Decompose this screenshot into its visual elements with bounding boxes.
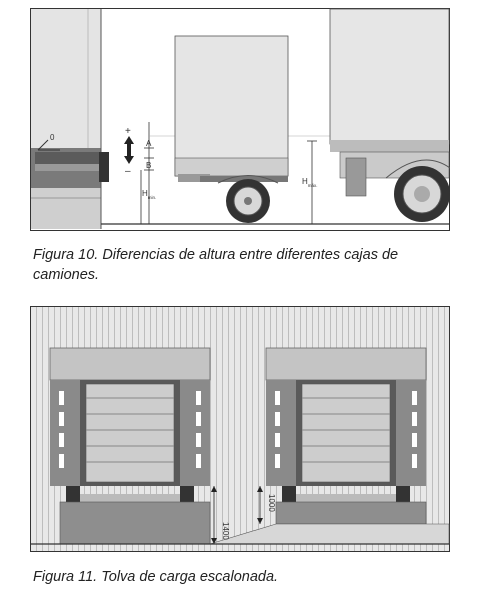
h-min-dimension: [136, 170, 146, 225]
b-label: B: [146, 161, 151, 170]
figure-11-illustration: 1400 1000: [30, 306, 450, 552]
figure-10-caption: Figura 10. Diferencias de altura entre d…: [33, 247, 399, 283]
loading-bay-left: [49, 347, 211, 545]
minus-label: –: [125, 166, 131, 177]
dimension-1400: [211, 486, 217, 544]
a-label: A: [146, 139, 152, 148]
dim-1400-label: 1400: [221, 522, 230, 540]
height-adjust-indicator: [124, 136, 134, 164]
loading-bay-right: [265, 347, 427, 525]
figure-10-illustration: 0 + – A B Hmin.: [30, 8, 450, 231]
dock-leveler: [35, 139, 109, 182]
dim-1000-label: 1000: [267, 494, 276, 512]
large-truck: [329, 8, 450, 222]
angle-label: 0: [50, 133, 55, 142]
dimension-1000: [257, 486, 263, 524]
building-wall: [31, 9, 102, 229]
figure-11-caption: Figura 11. Tolva de carga escalonada.: [33, 569, 279, 585]
h-max-label: Hmáx.: [302, 177, 318, 188]
plus-label: +: [125, 126, 131, 137]
h-min-label: Hmin.: [142, 189, 156, 200]
small-truck: [174, 35, 289, 223]
h-max-dimension: [307, 140, 317, 225]
